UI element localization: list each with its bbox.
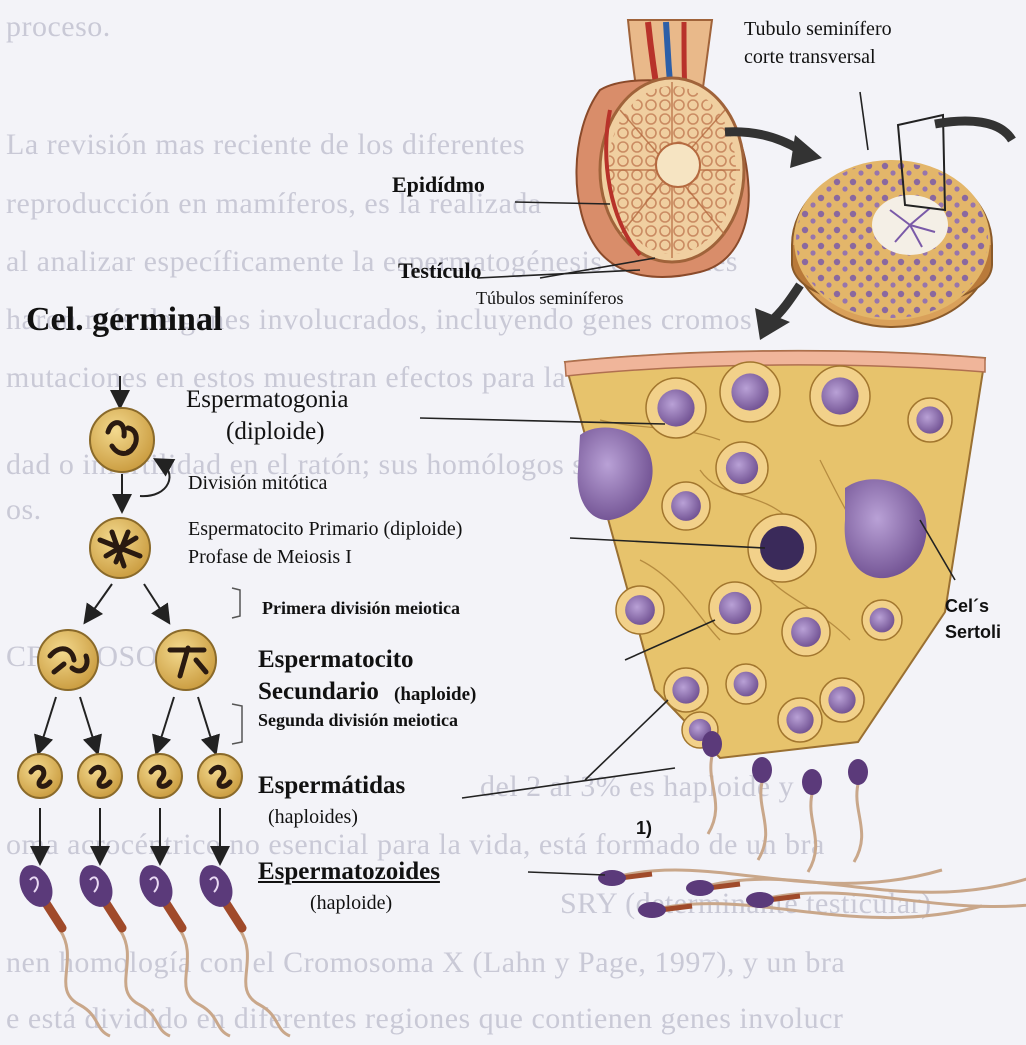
label-espermatocito: Espermatocito bbox=[258, 646, 414, 675]
spermatid-head bbox=[752, 757, 772, 783]
sperm-head bbox=[686, 880, 714, 896]
label-haploides: (haploides) bbox=[268, 806, 358, 829]
sperm-head bbox=[598, 870, 626, 886]
label-segunda-division: Segunda división meiotica bbox=[258, 710, 458, 731]
sperm-head bbox=[638, 902, 666, 918]
sperm-tail bbox=[612, 870, 942, 883]
tubule-wall-section bbox=[565, 351, 985, 872]
spermatid-tail bbox=[758, 782, 766, 860]
label-haploide-espermatozoides: (haploide) bbox=[310, 892, 392, 915]
spermatozoa-group bbox=[598, 870, 1026, 918]
label-tubulos-seminiferos: Túbulos seminíferos bbox=[476, 288, 623, 309]
label-cel-germinal: Cel. germinal bbox=[26, 300, 222, 339]
spermatid-tail bbox=[854, 784, 862, 862]
nucleus bbox=[791, 617, 821, 647]
nucleus bbox=[671, 491, 701, 521]
nucleus bbox=[657, 389, 694, 426]
label-espermatocito-primario: Espermatocito Primario (diploide) bbox=[188, 518, 462, 541]
nucleus bbox=[821, 377, 858, 414]
label-sertoli-line2: Sertoli bbox=[945, 622, 1001, 643]
tubule-cross-section bbox=[792, 115, 992, 327]
sperm-tail bbox=[652, 904, 982, 918]
nucleus bbox=[726, 452, 758, 484]
label-epididimo: Epidídmo bbox=[392, 172, 485, 197]
spermatid-tail bbox=[808, 794, 816, 872]
label-marker: 1) bbox=[636, 818, 652, 839]
sperm-tail bbox=[180, 930, 230, 1036]
label-tubulo-subtitle: corte transversal bbox=[744, 46, 876, 69]
spermatid-head bbox=[848, 759, 868, 785]
label-espermatogonia: Espermatogonia bbox=[186, 386, 348, 415]
spermatid-tail bbox=[708, 756, 716, 834]
sperm-tail bbox=[120, 930, 170, 1036]
label-division-mitotica: División mitótica bbox=[188, 472, 327, 495]
spermatid-head bbox=[802, 769, 822, 795]
label-espermatozoides: Espermatozoides bbox=[258, 858, 440, 887]
nucleus bbox=[786, 706, 813, 733]
label-haploide-secundario: (haploide) bbox=[394, 684, 476, 706]
nucleus bbox=[625, 595, 655, 625]
label-sertoli-line1: Cel´s bbox=[945, 596, 989, 617]
sperm-tail bbox=[60, 930, 110, 1036]
label-tubulo-title: Tubulo seminífero bbox=[744, 18, 892, 41]
sperm-tail bbox=[240, 930, 290, 1036]
nucleus bbox=[672, 676, 699, 703]
nucleus bbox=[870, 608, 895, 633]
label-profase: Profase de Meiosis I bbox=[188, 546, 352, 569]
spermatid-cell bbox=[18, 754, 62, 798]
sperm-head bbox=[746, 892, 774, 908]
nucleus bbox=[734, 672, 759, 697]
label-espermatidas: Espermátidas bbox=[258, 772, 405, 801]
testis-illustration bbox=[576, 20, 748, 277]
sperm-tail bbox=[760, 893, 1026, 907]
label-primera-division: Primera división meiotica bbox=[262, 598, 460, 619]
spermatid-cell bbox=[198, 754, 242, 798]
label-testiculo: Testículo bbox=[398, 258, 482, 283]
nucleus bbox=[719, 592, 751, 624]
nucleus bbox=[828, 686, 855, 713]
sperm-tail bbox=[700, 878, 1026, 892]
bracket-icon bbox=[232, 588, 242, 744]
spermatid-head bbox=[702, 731, 722, 757]
spermatid-cell bbox=[138, 754, 182, 798]
label-secundario: Secundario bbox=[258, 678, 379, 707]
label-diploide: (diploide) bbox=[226, 418, 325, 447]
spermatid-cell bbox=[78, 754, 122, 798]
nucleus bbox=[916, 406, 943, 433]
nucleus bbox=[731, 373, 768, 410]
